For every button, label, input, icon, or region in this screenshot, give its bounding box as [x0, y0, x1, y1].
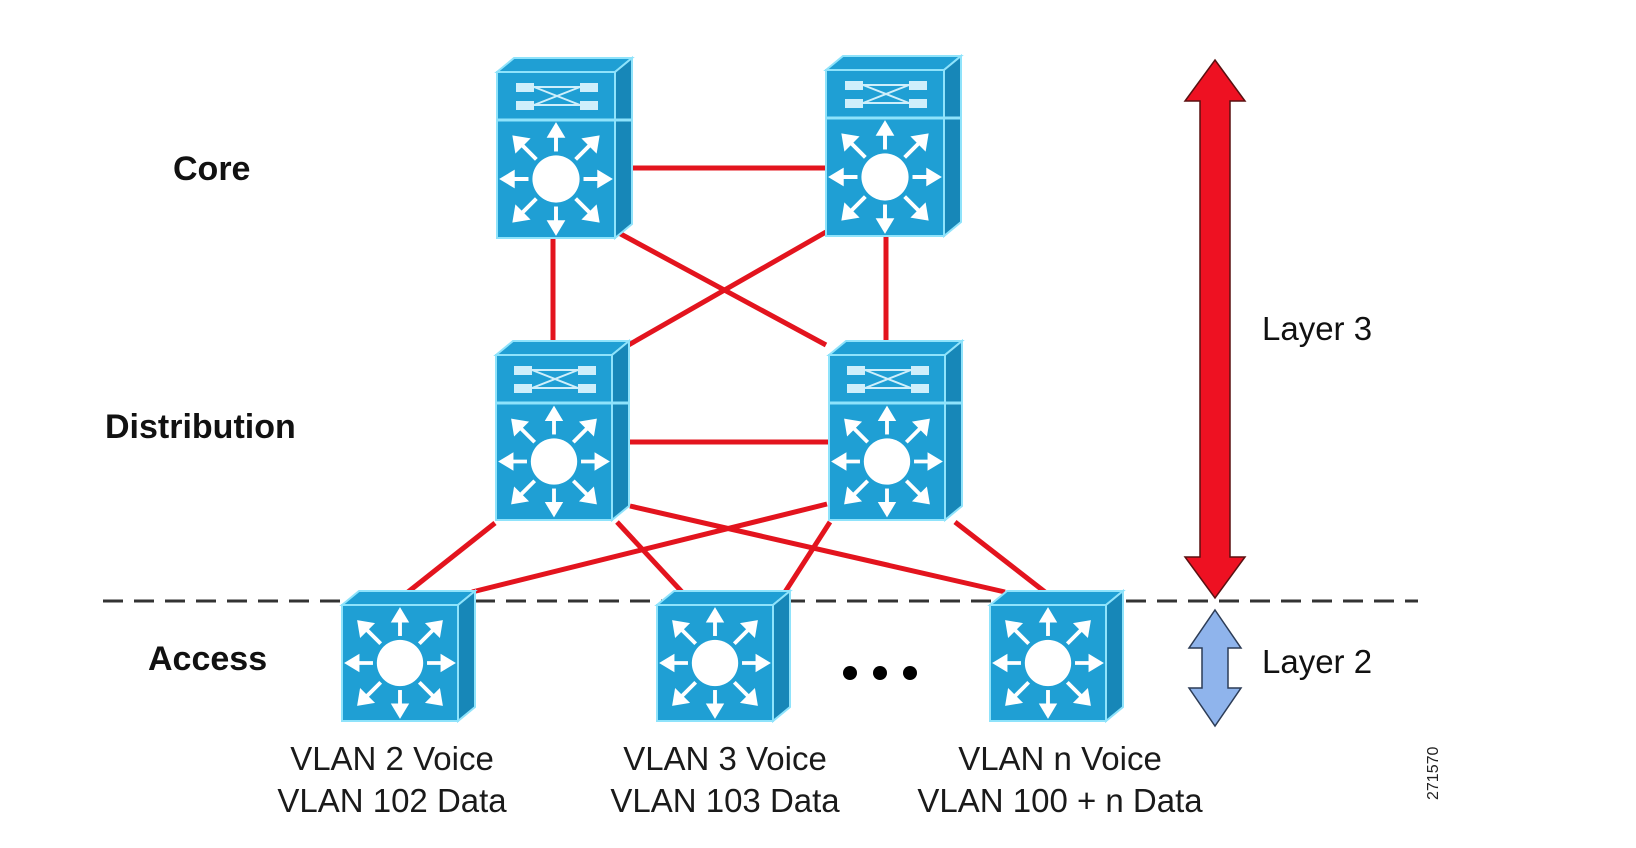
vlan-data-label-2: VLAN 103 Data	[610, 782, 840, 819]
link-dist-1-access-n	[629, 503, 1006, 595]
link-dist-2-access-n	[953, 520, 1047, 594]
tier-label-distribution: Distribution	[105, 408, 296, 446]
tier-label-core: Core	[173, 150, 250, 188]
switch-dist-1-icon[interactable]	[493, 338, 632, 523]
switch-access-1-icon[interactable]	[339, 588, 478, 724]
layer3-double-arrow-icon	[1183, 58, 1247, 600]
vlan-voice-label-2: VLAN 3 Voice	[623, 740, 827, 777]
links-layer	[406, 165, 1047, 595]
vlan-voice-label-1: VLAN 2 Voice	[290, 740, 494, 777]
nodes-layer	[339, 53, 1126, 724]
switch-access-n-icon[interactable]	[987, 588, 1126, 724]
link-dist-2-access-2	[782, 520, 833, 594]
tier-label-access: Access	[148, 640, 267, 678]
vlan-data-label-1: VLAN 102 Data	[277, 782, 507, 819]
switch-core-2-icon[interactable]	[823, 53, 964, 239]
layer2-double-arrow-icon	[1187, 608, 1243, 728]
link-core-2-dist-1	[623, 229, 828, 350]
ellipsis-more-switches	[843, 666, 917, 680]
link-dist-1-access-2	[615, 520, 684, 594]
layer2-label: Layer 2	[1262, 643, 1372, 680]
switch-core-1-icon[interactable]	[494, 55, 635, 241]
link-dist-1-access-1	[406, 521, 497, 594]
vlan-voice-label-n: VLAN n Voice	[958, 740, 1162, 777]
link-dist-2-access-1	[471, 501, 828, 595]
link-core-1-dist-2	[615, 229, 828, 348]
vlan-data-label-n: VLAN 100 + n Data	[917, 782, 1203, 819]
switch-dist-2-icon[interactable]	[826, 338, 965, 523]
layer3-label: Layer 3	[1262, 310, 1372, 347]
switch-access-2-icon[interactable]	[654, 588, 793, 724]
figure-id: 271570	[1425, 747, 1442, 800]
